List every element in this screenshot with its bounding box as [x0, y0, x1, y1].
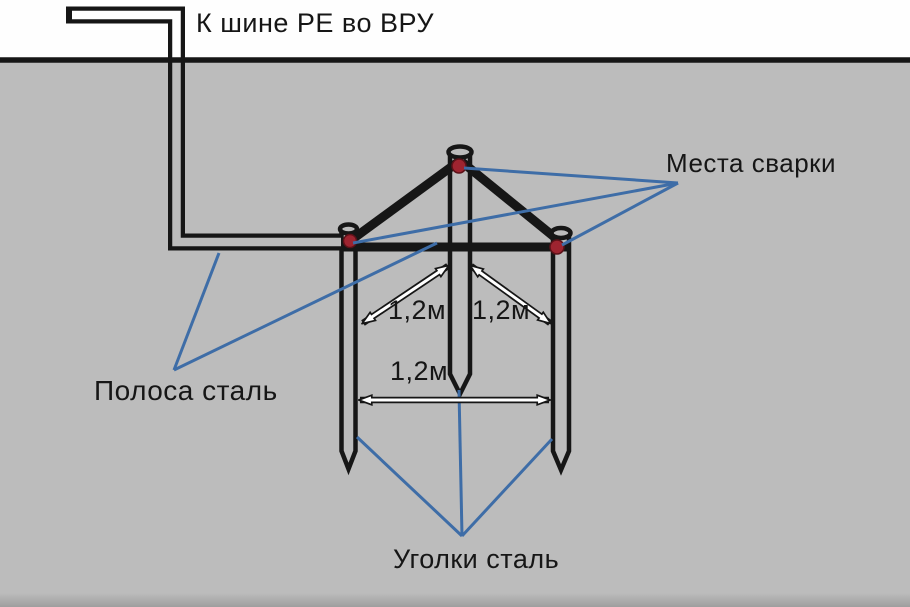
- dimension-label-bottom: 1,2м: [390, 356, 449, 386]
- pointer-lines-angles: [355, 389, 554, 538]
- brace-left: [347, 158, 461, 245]
- rod-right: [550, 233, 572, 476]
- rod-top-center: [446, 144, 474, 160]
- pointer-lines-welds: [352, 166, 679, 247]
- angles-label: Уголки сталь: [393, 544, 560, 574]
- strip-label: Полоса сталь: [94, 375, 278, 406]
- dimension-label-right: 1,2м: [472, 295, 531, 325]
- dimension-arrow-left: [363, 263, 448, 326]
- soil-background: [0, 60, 910, 607]
- weld-spot-center: [451, 158, 467, 174]
- pe-bus-title: К шине PE во ВРУ: [196, 8, 435, 38]
- dimension-arrow-right: [471, 263, 550, 326]
- weld-spot-right: [549, 239, 565, 255]
- rod-top-right: [549, 225, 573, 241]
- rod-top-left: [337, 222, 360, 236]
- brace-right: [459, 158, 561, 244]
- dimension-label-left: 1,2м: [388, 295, 447, 325]
- welds-label: Места сварки: [666, 148, 837, 178]
- pe-conductor-strip: [66, 6, 341, 251]
- weld-spot-left: [342, 233, 358, 249]
- rod-left: [339, 229, 358, 476]
